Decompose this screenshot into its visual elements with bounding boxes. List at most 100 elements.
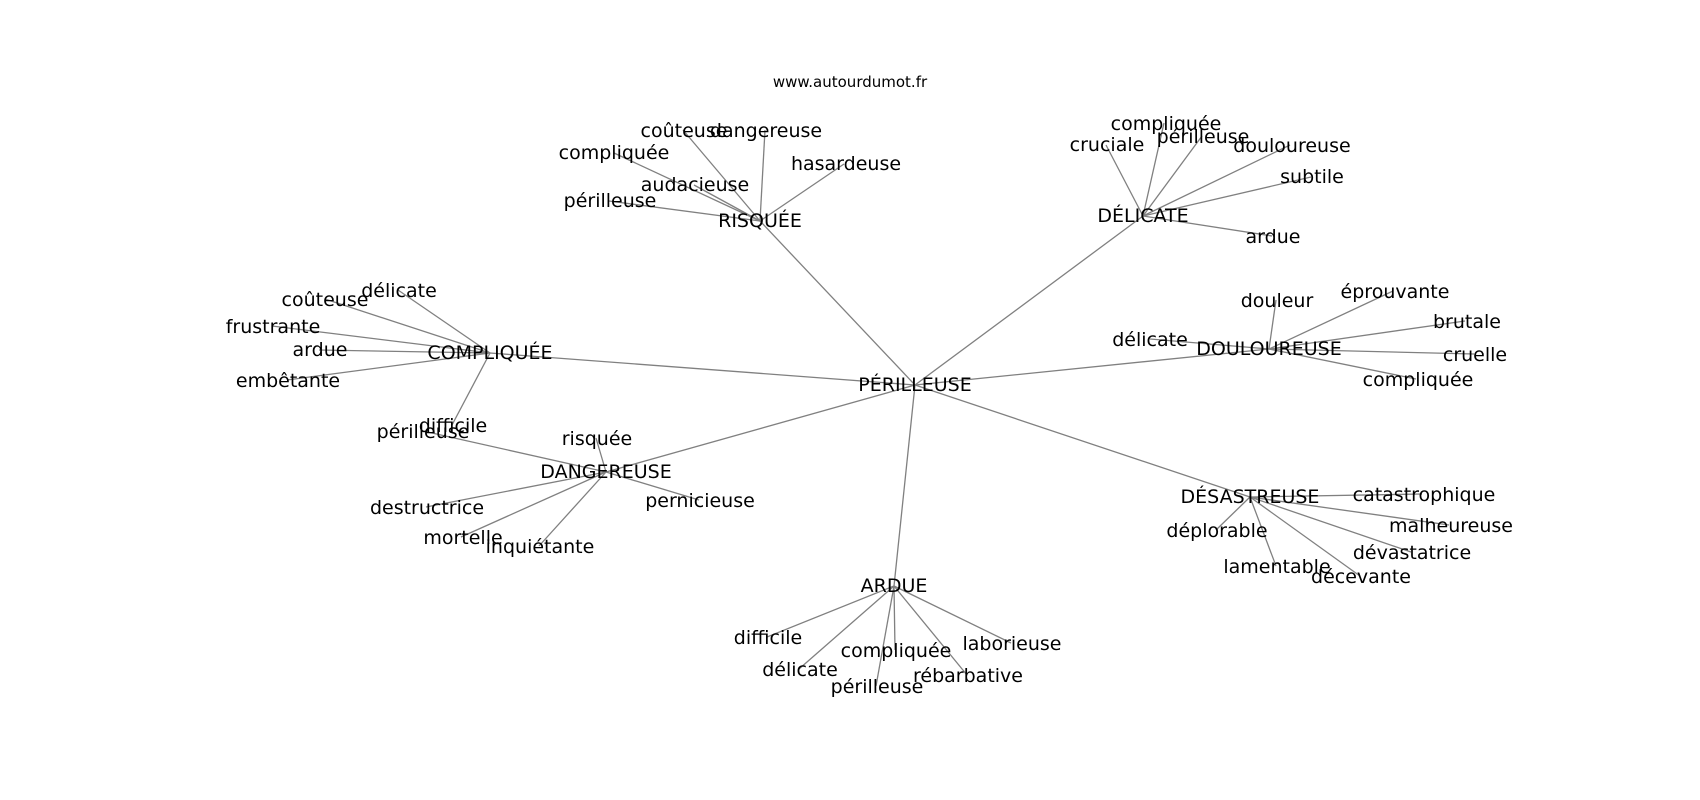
hub-node-compliquee: COMPLIQUÉE [427,341,552,364]
hub-node-delicate: DÉLICATE [1097,204,1188,227]
edge-ardue-delicate [798,585,895,670]
word-node-delicate-perilleuse: périlleuse [1157,126,1250,148]
edge-compliquee-ardue [318,349,491,354]
word-node-dangereuse-mortelle: mortelle [423,527,502,549]
edge-ardue-laborieuse [893,585,1012,644]
edge-center-desastreuse [914,384,1251,498]
word-node-risquee-dangereuse: dangereuse [710,120,822,142]
word-node-desastreuse-deplorable: déplorable [1166,520,1267,542]
hub-node-desastreuse: DÉSASTREUSE [1181,485,1320,508]
word-node-douloureuse-compliquee: compliquée [1363,369,1474,391]
word-node-risquee-hasardeuse: hasardeuse [791,153,901,175]
edge-ardue-rebarbative [893,585,968,676]
word-node-compliquee-couteuse: coûteuse [282,289,369,311]
word-node-compliquee-ardue: ardue [293,339,348,361]
word-node-compliquee-embetante: embêtante [236,370,340,392]
word-node-dangereuse-pernicieuse: pernicieuse [645,490,755,512]
hub-node-douloureuse: DOULOUREUSE [1196,338,1341,360]
edge-risquee-couteuse [682,129,761,222]
edge-delicate-subtile [1142,176,1312,217]
word-node-risquee-couteuse: coûteuse [641,120,728,142]
edge-risquee-dangereuse [759,129,766,222]
hub-node-ardue: ARDUE [861,575,928,597]
word-node-douloureuse-delicate: délicate [1112,329,1188,351]
word-node-ardue-delicate: délicate [762,659,838,681]
edge-risquee-hasardeuse [759,163,845,222]
edge-center-dangereuse [605,384,916,473]
word-node-desastreuse-malheureuse: malheureuse [1389,515,1513,537]
word-node-douloureuse-cruelle: cruelle [1443,344,1507,366]
edge-desastreuse-malheureuse [1249,496,1450,526]
edge-center-compliquee [489,352,916,386]
center-node: PÉRILLEUSE [858,373,971,396]
edge-dangereuse-inquietante [538,471,607,547]
edge-dangereuse-perilleuse [422,430,607,473]
edge-center-ardue [893,384,916,587]
edge-compliquee-embetante [286,352,491,381]
edge-douloureuse-compliquee [1268,348,1417,380]
edge-delicate-compliquee [1142,122,1165,217]
word-node-ardue-rebarbative: rébarbative [913,665,1023,687]
word-node-delicate-subtile: subtile [1280,166,1344,188]
word-node-delicate-cruciale: cruciale [1070,134,1145,156]
word-node-dangereuse-risquee: risquée [562,428,632,450]
edge-dangereuse-risquee [595,437,607,473]
edge-dangereuse-pernicieuse [605,471,700,501]
edge-compliquee-couteuse [324,298,491,354]
word-node-dangereuse-perilleuse: périlleuse [377,421,470,443]
word-node-delicate-ardue: ardue [1246,226,1301,248]
edge-desastreuse-devastatrice [1249,496,1412,553]
edge-center-douloureuse [914,348,1270,386]
edge-douloureuse-brutale [1268,320,1466,350]
word-node-risquee-perilleuse: périlleuse [564,190,657,212]
word-node-desastreuse-lamentable: lamentable [1223,556,1330,578]
word-node-compliquee-difficile: difficile [419,415,487,437]
word-node-ardue-laborieuse: laborieuse [962,633,1061,655]
edges-layer [271,122,1475,687]
word-node-dangereuse-destructrice: destructrice [370,497,484,519]
edge-center-risquee [759,220,916,386]
hub-node-dangereuse: DANGEREUSE [540,461,671,483]
word-node-delicate-compliquee: compliquée [1111,113,1222,135]
word-node-ardue-difficile: difficile [734,627,802,649]
edge-desastreuse-deplorable [1215,496,1251,531]
edge-douloureuse-eprouvante [1268,290,1394,350]
edge-delicate-cruciale [1105,144,1144,217]
word-node-douloureuse-brutale: brutale [1433,311,1501,333]
edge-dangereuse-mortelle [460,471,607,538]
edge-risquee-audacieuse [693,184,761,222]
edge-douloureuse-douleur [1268,299,1277,350]
edge-desastreuse-decevante [1249,496,1361,577]
word-node-compliquee-frustrante: frustrante [226,316,321,338]
word-node-ardue-compliquee: compliquée [841,640,952,662]
edge-compliquee-delicate [397,289,491,354]
word-node-douloureuse-douleur: douleur [1241,290,1314,312]
word-node-risquee-audacieuse: audacieuse [641,174,749,196]
edge-delicate-perilleuse [1142,135,1203,217]
edge-risquee-perilleuse [608,200,761,222]
word-node-compliquee-delicate: délicate [361,280,437,302]
word-node-dangereuse-inquietante: inquiétante [486,536,595,558]
edge-douloureuse-delicate [1149,338,1270,350]
edge-compliquee-difficile [451,352,491,426]
word-node-delicate-douloureuse: douloureuse [1233,135,1350,157]
edge-delicate-douloureuse [1142,144,1291,217]
edge-ardue-difficile [766,585,895,638]
edge-compliquee-frustrante [271,325,491,354]
edge-center-delicate [914,215,1144,386]
word-node-ardue-perilleuse: périlleuse [831,676,924,698]
hub-node-risquee: RISQUÉE [718,209,802,232]
word-node-douloureuse-eprouvante: éprouvante [1341,281,1450,303]
edge-desastreuse-catastrophique [1249,493,1423,498]
edge-desastreuse-lamentable [1249,496,1277,567]
word-node-risquee-compliquee: compliquée [559,142,670,164]
credit-text: www.autourdumot.fr [773,73,928,91]
edge-delicate-ardue [1142,215,1273,237]
edge-ardue-compliquee [893,585,896,651]
word-node-desastreuse-devastatrice: dévastatrice [1353,542,1471,564]
edge-risquee-compliquee [613,152,761,222]
edge-ardue-perilleuse [875,585,895,687]
edge-dangereuse-destructrice [425,471,607,508]
